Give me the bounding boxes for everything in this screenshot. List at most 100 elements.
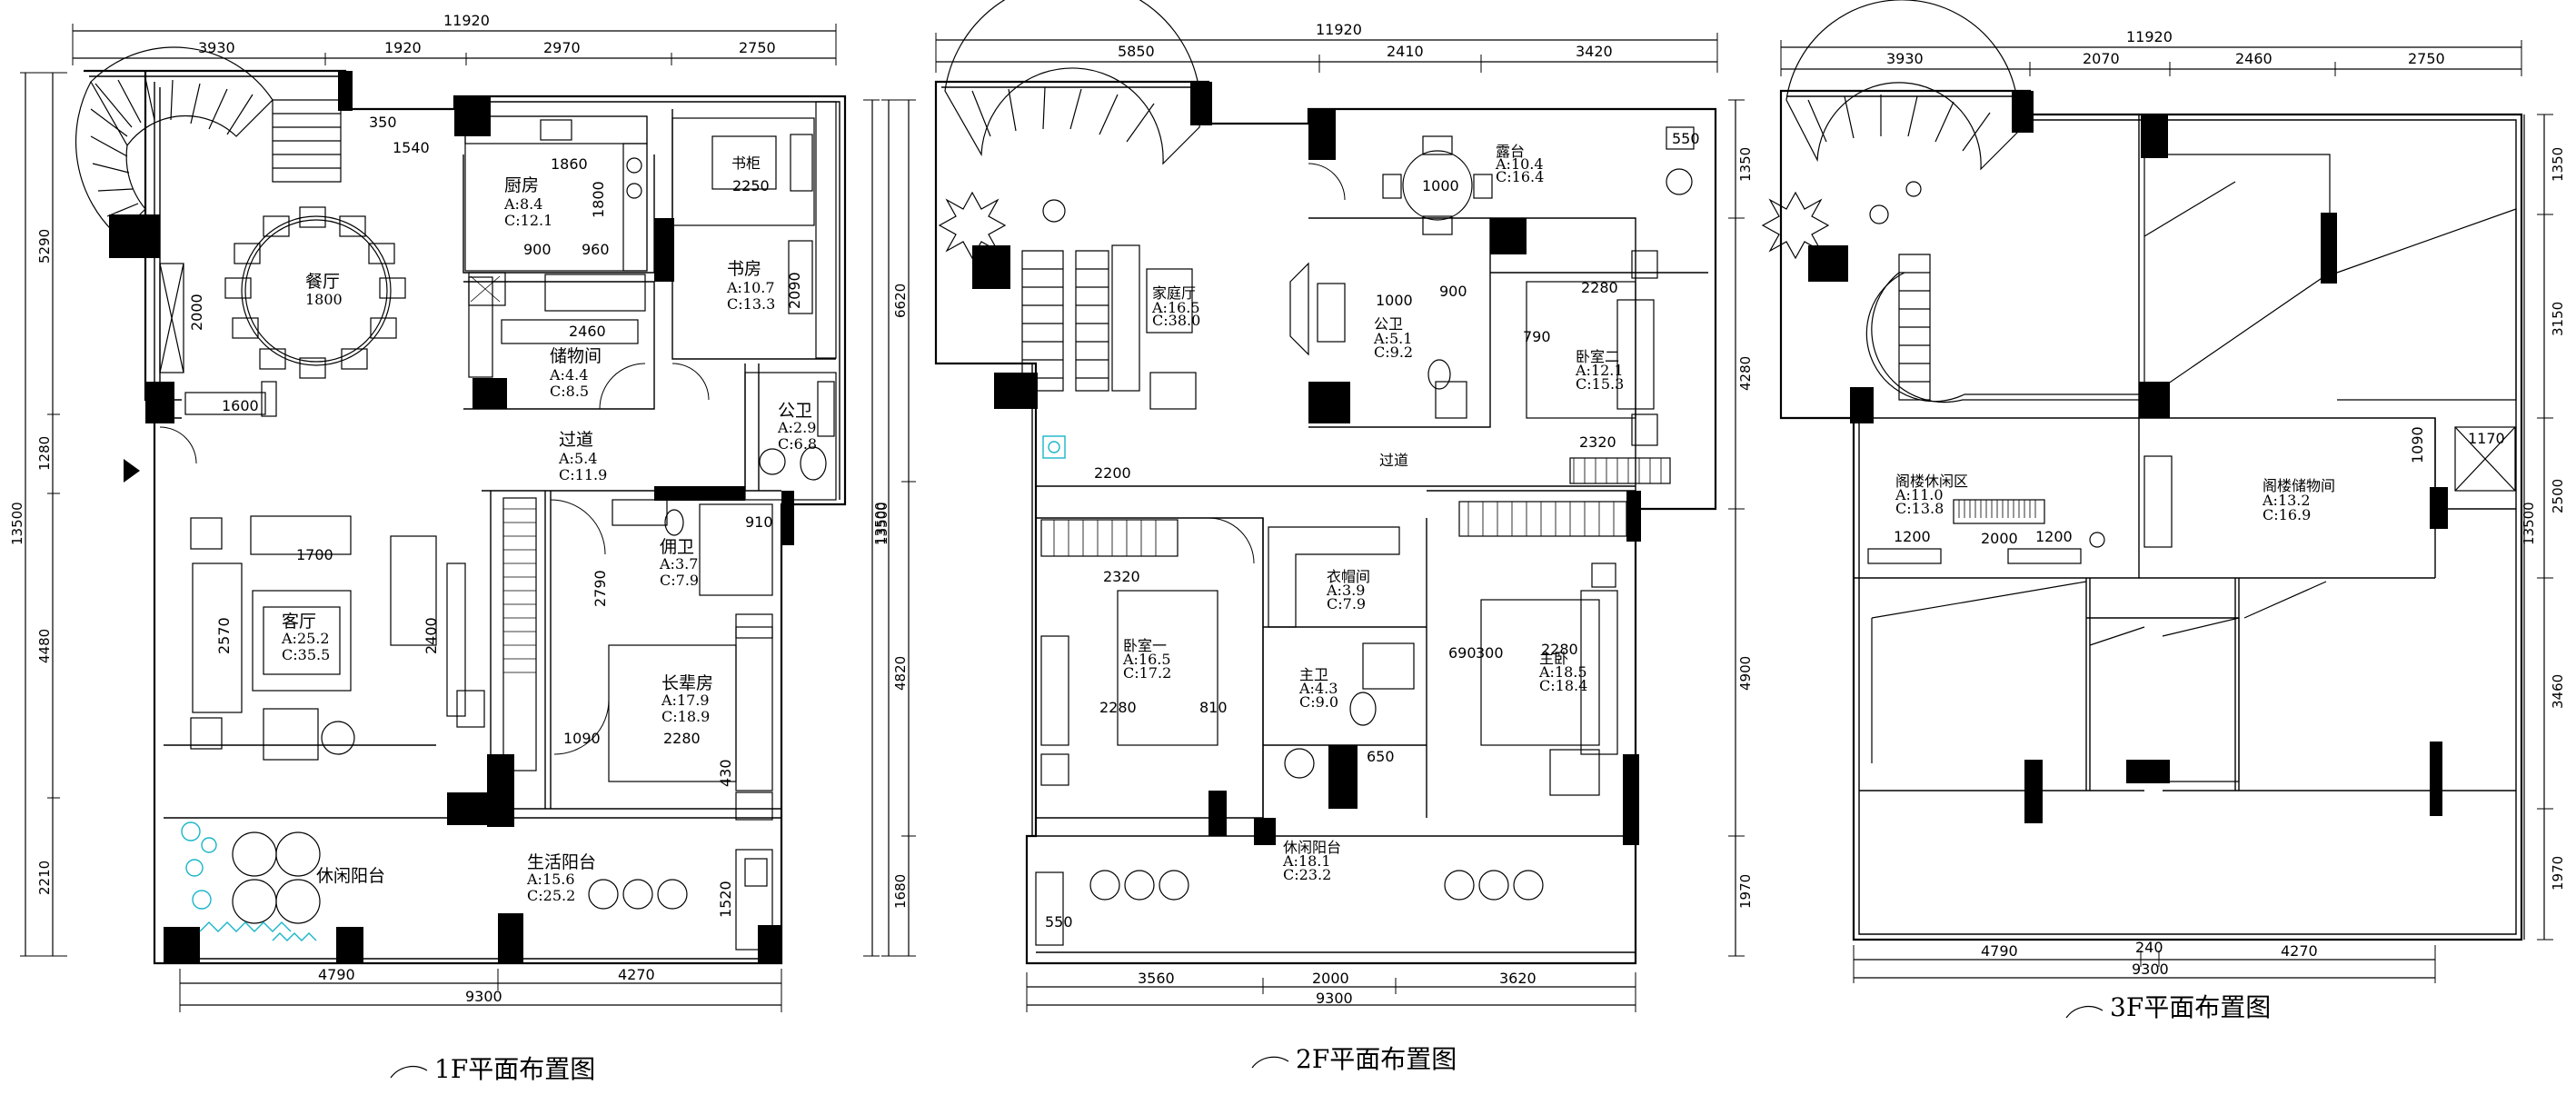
3f-dim-seg: 3930	[1886, 50, 1924, 67]
2f-walls	[934, 80, 1717, 965]
1f-room-study: 书房	[727, 259, 761, 279]
3f-dim-right-seg: 2500	[2550, 479, 2566, 513]
1f-study-bookcase: 书柜	[731, 154, 761, 172]
2f-bedroom2-area: A:12.1	[1575, 362, 1624, 379]
2f-room-masterwc: 主卫	[1299, 666, 1328, 683]
2f-inner-dim: 2320	[1579, 433, 1616, 451]
1f-maid-wc: 佣卫 A:3.7 C:7.9	[550, 499, 773, 596]
1f-room-dining: 餐厅	[305, 272, 340, 292]
2f-dim-seg: 5850	[1118, 43, 1155, 60]
1f-dim-left-seg: 2210	[36, 861, 53, 895]
2f-room-publicwc: 公卫	[1374, 315, 1403, 333]
3f-dim-bottom-seg: 240	[2135, 939, 2163, 956]
1f-inner-dimensions: 1540 350 1860 1800 960 900 2250 2460 209…	[188, 114, 803, 918]
3f-dim-seg: 2460	[2235, 50, 2273, 67]
1f-corridor-area: A:5.4	[558, 450, 597, 467]
2f-pillars	[972, 82, 1641, 845]
2f-inner-dim: 900	[1439, 283, 1467, 300]
1f-left-dimensions: 13500 5290 1280 4480 2210	[9, 72, 67, 957]
2f-inner-dim: 300	[1476, 644, 1504, 662]
2f-inner-dim: 2280	[1581, 279, 1618, 296]
2f-balcony-ceiling: C:23.2	[1283, 866, 1331, 883]
2f-inner-dim: 810	[1199, 699, 1228, 716]
2f-inner-dim: 2200	[1094, 464, 1131, 482]
1f-living-area: A:25.2	[281, 630, 330, 647]
3f-dim-total-top: 11920	[2126, 28, 2173, 45]
2f-dim-right-seg: 4280	[1737, 356, 1754, 391]
3f-dim-right-seg: 1350	[2550, 147, 2566, 182]
2f-bedroom2-ceiling: C:15.3	[1576, 375, 1624, 393]
1f-corridor-ceiling: C:11.9	[559, 466, 607, 483]
1f-dim-seg: 2750	[739, 39, 776, 56]
1f-inner-dim: 2400	[423, 617, 440, 654]
1f-storage-ceiling: C:8.5	[550, 383, 589, 400]
1f-kitchen: 厨房 A:8.4 C:12.1	[464, 115, 648, 312]
2f-inner-dim: 2280	[1099, 699, 1137, 716]
2f-terrace-area: A:10.4	[1495, 155, 1544, 173]
2f-right-dimensions: 1350 4280 4900 1970	[1728, 99, 1754, 957]
1f-dim-total-top: 11920	[443, 12, 490, 29]
2f-room-family: 家庭厅	[1152, 284, 1196, 302]
2f-room-balcony: 休闲阳台	[1283, 839, 1341, 856]
1f-right-dimensions: 13500	[863, 99, 890, 957]
2f-dim-left-seg: 1680	[892, 874, 909, 909]
2f-left-dimensions: 13500 6620 4820 1680	[872, 99, 916, 957]
1f-spiral-stair	[75, 46, 342, 237]
2f-room-corridor: 过道	[1379, 452, 1408, 469]
1f-inner-dim: 2090	[786, 272, 803, 309]
1f-room-storage: 储物间	[550, 346, 602, 366]
1f-dim-left-seg: 4480	[36, 629, 53, 663]
2f-dim-seg: 2410	[1387, 43, 1424, 60]
3f-inner-dim: 1200	[1894, 528, 1931, 545]
1f-utility-balcony: 生活阳台 A:15.6 C:25.2	[526, 849, 773, 951]
1f-inner-dim: 2570	[215, 617, 233, 654]
2f-bedroom1-area: A:16.5	[1122, 651, 1171, 668]
2f-master-ceiling: C:18.4	[1539, 677, 1587, 694]
2f-dim-bottom-seg: 3620	[1499, 970, 1537, 987]
2f-dim-total-bottom: 9300	[1316, 990, 1353, 1007]
1f-dim-seg: 2970	[543, 39, 581, 56]
3f-dim-total-bottom: 9300	[2132, 961, 2169, 978]
3f-dim-bottom-seg: 4270	[2281, 942, 2318, 960]
1f-room-publicwc: 公卫	[778, 401, 812, 421]
3f-inner-dim: 1170	[2468, 430, 2505, 447]
3f-inner-dim: 1090	[2409, 426, 2426, 463]
3f-top-dimensions: 11920 3930 2070 2460 2750	[1780, 28, 2522, 76]
1f-pillars	[109, 71, 794, 963]
3f-dim-bottom-seg: 4790	[1981, 942, 2018, 960]
2f-closet-ceiling: C:7.9	[1327, 595, 1366, 612]
2f-room-closet: 衣帽间	[1327, 568, 1370, 585]
3f-inner-dim: 1200	[2035, 528, 2073, 545]
1f-public-wc: 公卫 A:2.9 C:6.8	[671, 363, 837, 501]
plan-1f: 11920 3930 1920 2970 2750 13500 5290 128…	[9, 12, 890, 1084]
2f-bedroom1-ceiling: C:17.2	[1123, 664, 1171, 682]
1f-inner-dim: 430	[717, 759, 734, 787]
2f-dim-left-seg: 4820	[892, 656, 909, 691]
3f-dim-right-seg: 3460	[2550, 674, 2566, 709]
3f-room-leisure: 阁楼休闲区	[1895, 473, 1968, 490]
1f-kitchen-area: A:8.4	[503, 195, 542, 213]
3f-walls	[1779, 89, 2523, 941]
2f-dim-left-seg: 6620	[892, 284, 909, 318]
2f-title: 2F平面布置图	[1296, 1044, 1457, 1074]
3f-dim-seg: 2750	[2408, 50, 2445, 67]
1f-room-leisure-balcony: 休闲阳台	[316, 866, 385, 886]
1f-title: 1F平面布置图	[434, 1054, 595, 1084]
2f-inner-dim: 690	[1448, 644, 1477, 662]
2f-room-terrace: 露台	[1496, 143, 1525, 160]
1f-maidwc-ceiling: C:7.9	[660, 572, 699, 589]
3f-title: 3F平面布置图	[2110, 992, 2271, 1022]
1f-title-block: 1F平面布置图	[390, 1054, 595, 1084]
2f-publicwc-ceiling: C:9.2	[1374, 343, 1413, 361]
3f-dim-right-total: 13500	[2521, 502, 2537, 545]
1f-inner-dim: 1090	[563, 730, 601, 747]
3f-attic-leisure: 阁楼休闲区 A:11.0 C:13.8	[1867, 473, 2105, 564]
2f-publicwc-area: A:5.1	[1373, 330, 1412, 347]
2f-room-master: 主卧	[1539, 650, 1568, 667]
2f-stair	[938, 0, 1202, 459]
2f-terrace: 露台 A:10.4 C:16.4	[1308, 126, 1695, 235]
1f-publicwc-ceiling: C:6.8	[778, 435, 817, 453]
2f-dim-bottom-seg: 2000	[1312, 970, 1349, 987]
2f-inner-dim: 1000	[1422, 177, 1459, 194]
3f-void-hatches	[1871, 154, 2517, 782]
